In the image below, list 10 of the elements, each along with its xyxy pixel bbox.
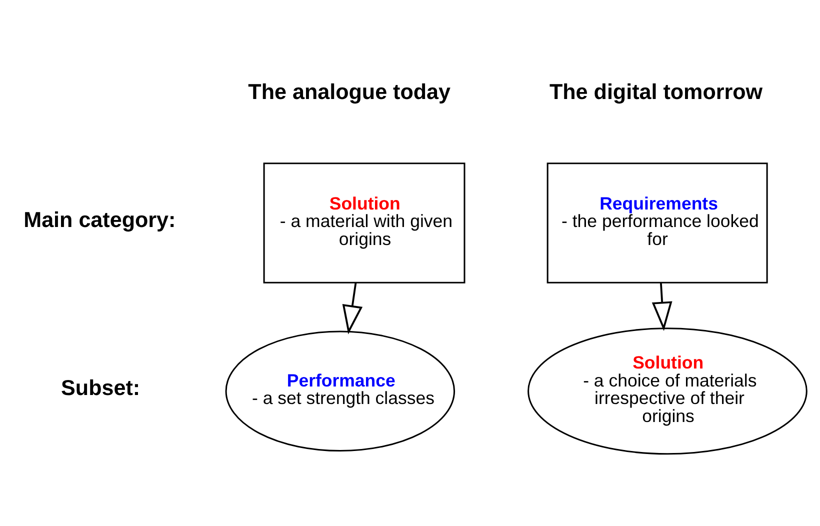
node-box: Solution - a material with given origins <box>263 162 466 284</box>
label: Main category: <box>24 206 176 232</box>
label: The digital tomorrow <box>549 78 763 104</box>
arrow <box>342 282 363 334</box>
label: Subset: <box>61 375 140 400</box>
label: The analogue today <box>248 78 451 104</box>
node-box: Requirements - the performance looked for <box>546 162 768 284</box>
node-ellipse: Performance - a set strength classes <box>225 330 456 452</box>
node-ellipse: Solution - a choice of materials irrespective of their origins <box>528 328 808 455</box>
arrow <box>652 282 672 331</box>
